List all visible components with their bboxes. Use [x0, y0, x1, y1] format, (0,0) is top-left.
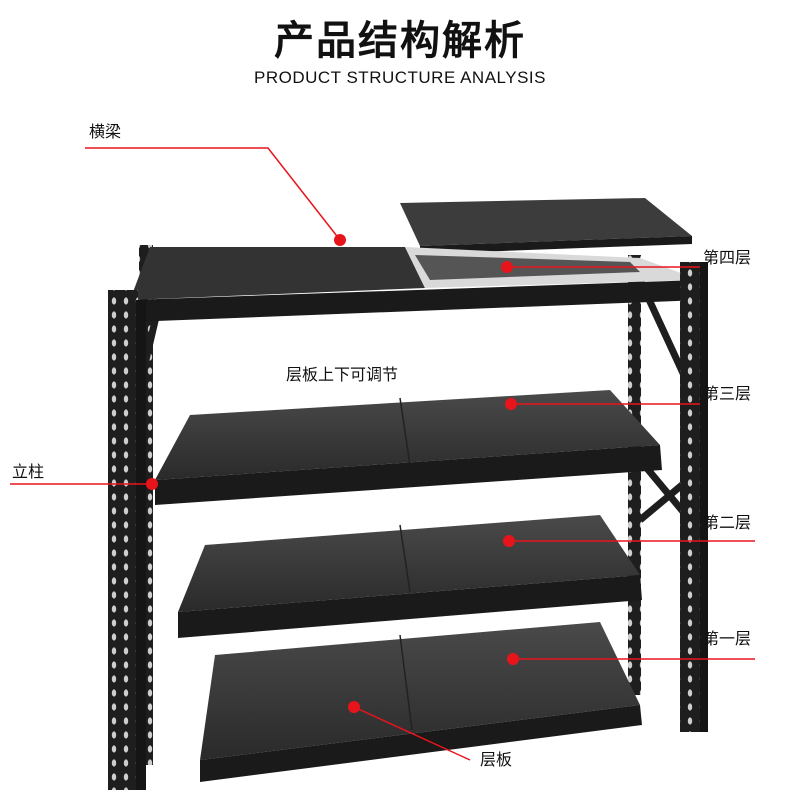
dot-column — [146, 478, 158, 490]
callout-adjustable-note: 层板上下可调节 — [286, 365, 399, 384]
dot-level-2 — [503, 535, 515, 547]
shelf-level-2 — [178, 515, 642, 638]
callout-column: 立柱 — [12, 462, 45, 481]
page-title: 产品结构解析 — [274, 18, 526, 64]
callout-lines — [10, 147, 755, 761]
dot-beam — [334, 234, 346, 246]
callout-level-1: 第一层 — [703, 629, 752, 648]
shelf-level-4 — [130, 247, 702, 322]
callout-shelf-panel: 层板 — [480, 750, 513, 769]
shelf-level-1 — [200, 622, 642, 782]
dot-shelf-panel — [348, 701, 360, 713]
callout-level-2: 第二层 — [703, 513, 752, 532]
page-subtitle: PRODUCT STRUCTURE ANALYSIS — [254, 68, 546, 87]
dot-level-4 — [501, 261, 513, 273]
dot-level-1 — [507, 653, 519, 665]
dot-level-3 — [505, 398, 517, 410]
front-uprights — [108, 262, 708, 790]
callout-beam: 横梁 — [89, 122, 122, 141]
shelf-level-3 — [155, 390, 662, 505]
callout-level-4: 第四层 — [703, 248, 752, 267]
callout-dots — [146, 234, 519, 713]
raised-top-panel — [400, 198, 692, 254]
callout-level-3: 第三层 — [703, 384, 752, 403]
